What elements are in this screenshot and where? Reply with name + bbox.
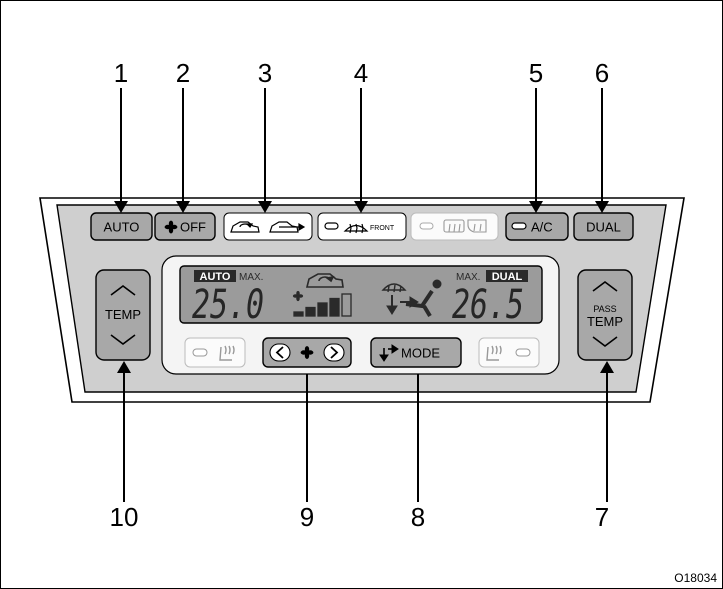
front-defrost-label: FRONT bbox=[370, 225, 395, 232]
fan-speed-bar bbox=[305, 306, 316, 317]
driver-seat-heater-indicator bbox=[192, 348, 208, 357]
seat-heater-icon bbox=[219, 345, 235, 361]
dual-button-label: DUAL bbox=[586, 220, 621, 235]
ac-button-label: A/C bbox=[531, 220, 553, 235]
callout-6: 6 bbox=[595, 58, 609, 88]
fan-off-button[interactable]: OFF bbox=[154, 212, 216, 241]
display-auto: AUTO bbox=[200, 271, 231, 283]
rear-defrost-button[interactable] bbox=[410, 212, 499, 241]
chevron-up-icon bbox=[110, 285, 136, 296]
chevron-down-icon bbox=[592, 336, 618, 347]
ac-button[interactable]: A/C bbox=[505, 212, 569, 241]
driver-seat-heater-button[interactable] bbox=[184, 337, 246, 368]
fan-speed-up[interactable] bbox=[323, 343, 345, 362]
chevron-right-icon bbox=[330, 346, 339, 359]
driver-temp-label: TEMP bbox=[105, 307, 141, 322]
passenger-label: PASS bbox=[593, 304, 616, 314]
display-dual: DUAL bbox=[492, 271, 523, 283]
figure-code: O18034 bbox=[674, 571, 717, 585]
dual-button[interactable]: DUAL bbox=[573, 212, 634, 241]
rear-defrost-indicator bbox=[419, 222, 434, 230]
recirculate-icon bbox=[305, 273, 344, 288]
fan-speed-bars bbox=[293, 293, 352, 317]
display-max-left: MAX. bbox=[239, 272, 263, 283]
fan-speed-bar bbox=[341, 293, 352, 317]
chevron-left-icon bbox=[275, 346, 284, 359]
rear-defrost-icon bbox=[443, 219, 465, 233]
callout-3: 3 bbox=[258, 58, 272, 88]
mirror-defrost-icon bbox=[467, 219, 487, 233]
passenger-seat-heater-button[interactable] bbox=[478, 337, 540, 368]
display-dual-badge bbox=[486, 270, 528, 282]
seat-heater-icon bbox=[486, 345, 502, 361]
airflow-mode-icon bbox=[379, 344, 399, 362]
callout-9: 9 bbox=[300, 502, 314, 532]
passenger-seat-heater-indicator bbox=[515, 348, 531, 357]
auto-button-label: AUTO bbox=[104, 220, 140, 235]
callout-lines bbox=[120, 88, 608, 502]
lcd-display: AUTO MAX. 25.0 MAX. DUAL 26.5 bbox=[179, 265, 543, 328]
callout-8: 8 bbox=[411, 502, 425, 532]
front-defrost-icon bbox=[343, 223, 369, 234]
mode-button[interactable]: MODE bbox=[370, 337, 462, 368]
fan-speed-bar bbox=[317, 302, 328, 317]
passenger-temp-button[interactable]: PASS TEMP bbox=[577, 269, 633, 361]
fan-speed-button[interactable] bbox=[262, 337, 352, 368]
front-defrost-button[interactable]: FRONT bbox=[317, 212, 407, 241]
display-temp-left: 25.0 bbox=[192, 282, 264, 328]
callout-5: 5 bbox=[529, 58, 543, 88]
ac-indicator bbox=[511, 222, 527, 230]
front-defrost-indicator bbox=[324, 222, 339, 230]
display-auto-badge bbox=[194, 270, 236, 282]
callout-1: 1 bbox=[114, 58, 128, 88]
front-defrost-icon bbox=[381, 283, 407, 293]
display-max-right: MAX. bbox=[456, 272, 480, 283]
auto-button[interactable]: AUTO bbox=[90, 212, 153, 241]
fan-speed-down[interactable] bbox=[269, 343, 291, 362]
recirculate-icon bbox=[230, 221, 260, 233]
fan-off-button-label: OFF bbox=[180, 220, 206, 235]
fan-speed-bar bbox=[329, 297, 340, 317]
fan-speed-bar bbox=[293, 311, 304, 317]
passenger-temp-label: TEMP bbox=[587, 314, 623, 329]
mode-button-label: MODE bbox=[401, 346, 440, 361]
chevron-up-icon bbox=[592, 281, 618, 292]
callout-4: 4 bbox=[354, 58, 368, 88]
callout-7: 7 bbox=[595, 502, 609, 532]
chevron-down-icon bbox=[110, 334, 136, 345]
fresh-air-icon bbox=[269, 221, 306, 233]
driver-temp-button[interactable]: TEMP bbox=[95, 269, 151, 361]
display-temp-right: 26.5 bbox=[452, 282, 524, 328]
callout-10: 10 bbox=[110, 502, 139, 532]
air-intake-button[interactable] bbox=[223, 212, 313, 241]
callout-2: 2 bbox=[176, 58, 190, 88]
airflow-mode-icon bbox=[386, 279, 442, 318]
